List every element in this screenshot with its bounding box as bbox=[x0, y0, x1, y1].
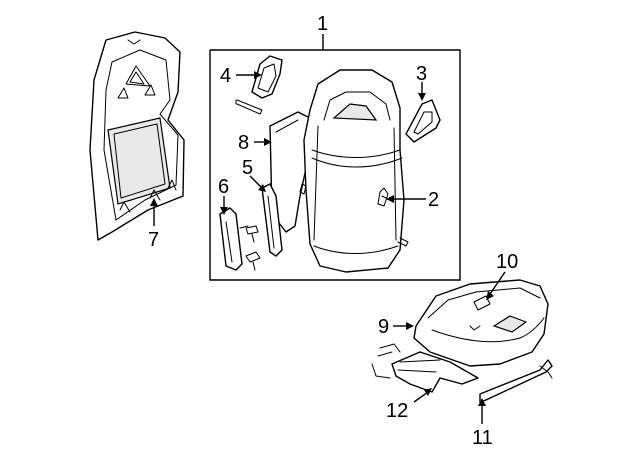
callout-7: 7 bbox=[148, 229, 159, 251]
callout-9: 9 bbox=[378, 316, 389, 338]
part-12-heater-mat[interactable] bbox=[371, 343, 479, 393]
callout-12: 12 bbox=[386, 400, 408, 422]
callout-8: 8 bbox=[238, 132, 249, 154]
callout-4: 4 bbox=[220, 65, 231, 87]
part-11-bar[interactable] bbox=[479, 359, 553, 403]
part-1-seat-back-cushion[interactable] bbox=[299, 69, 409, 273]
callout-1: 1 bbox=[317, 13, 328, 35]
callout-2: 2 bbox=[428, 189, 439, 211]
part-5-side-trim[interactable] bbox=[261, 183, 283, 257]
callout-5: 5 bbox=[242, 157, 253, 179]
callout-10: 10 bbox=[496, 251, 518, 273]
part-4-headrest-guide[interactable] bbox=[235, 55, 283, 115]
callout-6: 6 bbox=[218, 176, 229, 198]
part-10-seat-cushion[interactable] bbox=[413, 279, 549, 367]
callout-11: 11 bbox=[472, 427, 493, 449]
part-3-trim-bezel[interactable] bbox=[405, 99, 441, 143]
part-2-clip[interactable] bbox=[377, 187, 389, 207]
part-6-lower-trim[interactable] bbox=[219, 207, 243, 271]
callout-3: 3 bbox=[416, 63, 427, 85]
bolts bbox=[239, 225, 261, 271]
leader-lines bbox=[150, 71, 506, 424]
seat-back-assembly-frame bbox=[209, 34, 461, 281]
part-7-seat-back-panel[interactable] bbox=[89, 31, 185, 241]
